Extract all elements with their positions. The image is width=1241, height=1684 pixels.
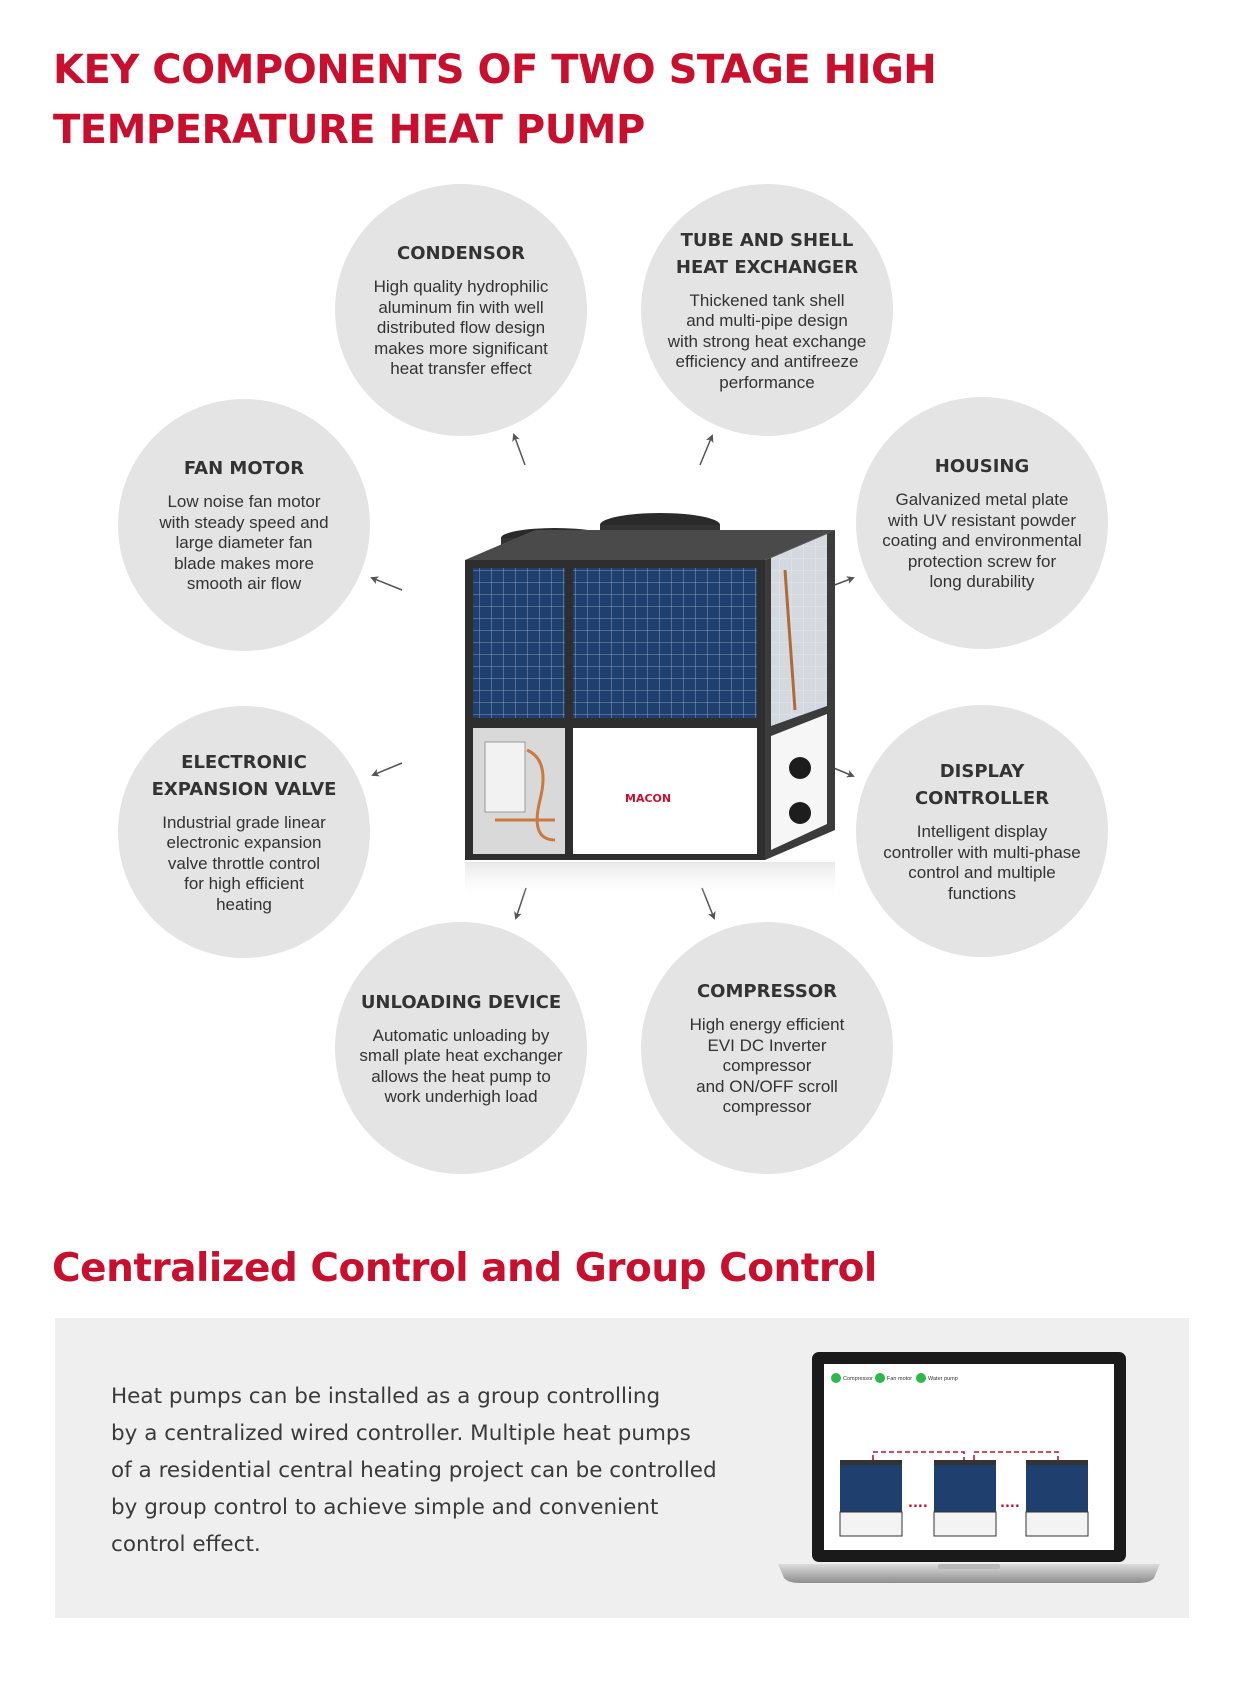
arrow-fan-motor	[370, 576, 403, 591]
component-unloading-device: UNLOADING DEVICE Automatic unloading by …	[335, 922, 587, 1174]
laptop-base	[778, 1564, 1160, 1583]
component-compressor: COMPRESSOR High energy efficient EVI DC …	[641, 922, 893, 1174]
component-description: High energy efficient EVI DC Inverter co…	[689, 1015, 845, 1117]
component-title: DISPLAY CONTROLLER	[914, 761, 1050, 809]
page-title: KEY COMPONENTS OF TWO STAGE HIGH TEMPERA…	[53, 47, 937, 153]
unit-3	[1025, 1460, 1089, 1537]
component-fan-motor: FAN MOTOR Low noise fan motor with stead…	[118, 399, 370, 651]
link-line-1	[872, 1451, 965, 1460]
arrow-heat-exchanger	[699, 434, 714, 466]
component-tube-shell-heat-exchanger: TUBE AND SHELL HEAT EXCHANGER Thickened …	[641, 184, 893, 436]
ellipsis-2: ....	[1000, 1496, 1020, 1511]
component-title: TUBE AND SHELL HEAT EXCHANGER	[675, 229, 859, 278]
legend-compressor: Compressor	[843, 1376, 873, 1382]
link-line-2	[973, 1451, 1059, 1460]
component-title: CONDENSOR	[396, 243, 525, 265]
component-title: UNLOADING DEVICE	[360, 991, 562, 1013]
component-description: Industrial grade linear electronic expan…	[162, 812, 326, 914]
component-title: ELECTRONIC EXPANSION VALVE	[151, 751, 337, 800]
component-title: HOUSING	[934, 456, 1030, 478]
group-control-description: Heat pumps can be installed as a group c…	[111, 1384, 717, 1557]
component-condensor: CONDENSOR High quality hydrophilic alumi…	[335, 184, 587, 436]
component-housing: HOUSING Galvanized metal plate with UV r…	[856, 397, 1108, 649]
arrow-condensor	[512, 433, 526, 466]
component-title: COMPRESSOR	[696, 981, 838, 1003]
status-dot-compressor	[831, 1373, 841, 1383]
component-title: FAN MOTOR	[183, 458, 305, 480]
component-description: Thickened tank shell and multi-pipe desi…	[667, 290, 867, 392]
ellipsis-1: ....	[908, 1496, 928, 1511]
unit-1	[839, 1460, 903, 1537]
coil-panel-right	[573, 568, 757, 718]
coil-panel-left	[473, 568, 565, 718]
brand-logo: MACON	[625, 792, 671, 805]
component-description: Low noise fan motor with steady speed an…	[159, 492, 329, 594]
status-dot-fan-motor	[875, 1373, 885, 1383]
water-inlet	[789, 757, 811, 779]
front-panel	[573, 728, 757, 854]
arrow-expansion-valve	[371, 762, 403, 777]
component-description: High quality hydrophilic aluminum fin wi…	[373, 277, 549, 379]
component-display-controller: DISPLAY CONTROLLER Intelligent display c…	[856, 705, 1108, 957]
laptop-illustration: Compressor Fan motor Water pump .... ...…	[778, 1352, 1160, 1583]
water-outlet	[789, 802, 811, 824]
heat-pump-illustration: MACON	[465, 513, 835, 900]
section-title: Centralized Control and Group Control	[52, 1246, 877, 1291]
component-description: Automatic unloading by small plate heat …	[359, 1025, 563, 1107]
component-electronic-expansion-valve: ELECTRONIC EXPANSION VALVE Industrial gr…	[118, 706, 370, 958]
legend-fan-motor: Fan motor	[887, 1376, 912, 1382]
component-description: Intelligent display controller with mult…	[883, 822, 1081, 903]
component-description: Galvanized metal plate with UV resistant…	[882, 490, 1082, 592]
unit-2	[933, 1460, 997, 1537]
status-dot-water-pump	[916, 1373, 926, 1383]
legend-water-pump: Water pump	[928, 1376, 958, 1382]
